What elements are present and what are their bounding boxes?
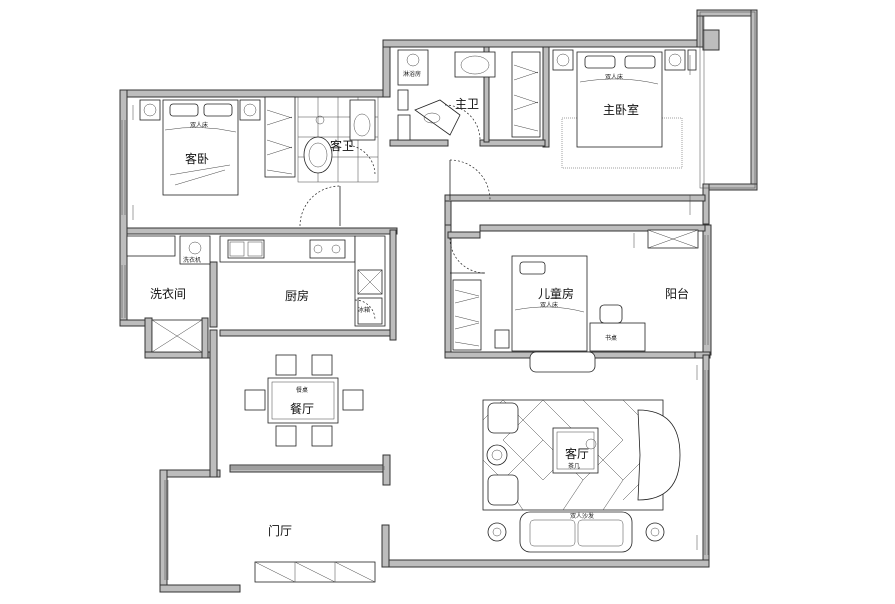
- shower-label: 淋浴房: [403, 70, 421, 78]
- washer-label: 洗衣机: [183, 256, 201, 264]
- desk-label: 书桌: [605, 334, 617, 342]
- master-bath-fixtures: 淋浴房: [397, 49, 496, 141]
- room-label-entrance: 门厅: [268, 523, 292, 538]
- walls: [119, 9, 758, 593]
- kitchen-fixtures: 冰箱: [219, 235, 386, 327]
- room-label-balcony: 阳台: [665, 286, 689, 301]
- dining-table-label: 餐桌: [296, 386, 308, 394]
- living-room-furniture: 茶几 双人沙发: [482, 399, 681, 553]
- room-label-master-bath: 主卫: [455, 97, 479, 111]
- guest-bedroom-furniture: 双人床: [139, 96, 296, 196]
- markers: [132, 55, 698, 550]
- room-label-living: 客厅: [565, 446, 589, 461]
- windows: [121, 11, 756, 580]
- room-label-guest-bedroom: 客卧: [185, 151, 209, 166]
- room-label-master-bedroom: 主卧室: [603, 102, 639, 117]
- guest-bath-fixtures: [297, 96, 379, 183]
- fridge-label: 冰箱: [358, 306, 370, 314]
- laundry-fixtures: 洗衣机: [126, 235, 211, 353]
- doors: [299, 104, 491, 321]
- coffee-table-label: 茶几: [568, 462, 580, 470]
- room-label-dining: 餐厅: [290, 401, 314, 416]
- sofa-label: 双人沙发: [570, 512, 594, 520]
- room-label-kids-room: 儿童房: [538, 286, 574, 301]
- kids-room-furniture: 双人床 书桌: [452, 229, 699, 373]
- entrance-fixtures: [254, 561, 376, 583]
- dining-furniture: 餐桌: [244, 354, 364, 447]
- room-label-kitchen: 厨房: [285, 288, 309, 303]
- guest-bed-label: 双人床: [190, 121, 208, 129]
- kids-bed-label: 双人床: [540, 301, 558, 309]
- master-bedroom-furniture: 双人床: [511, 49, 697, 169]
- room-label-guest-bath: 客卫: [330, 138, 354, 153]
- master-bed-label: 双人床: [605, 73, 623, 81]
- room-label-laundry: 洗衣间: [150, 286, 186, 301]
